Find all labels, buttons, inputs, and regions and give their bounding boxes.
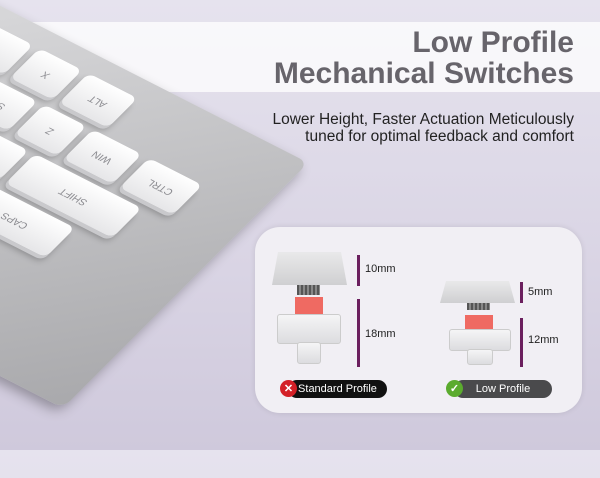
standard-keycap [272, 252, 347, 285]
low-keycap [440, 281, 515, 303]
page-title: Low Profile Mechanical Switches [274, 27, 574, 89]
subtitle-line-1: Lower Height, Faster Actuation Meticulou… [272, 111, 574, 128]
standard-stem [297, 285, 320, 295]
title-line-1: Low Profile [412, 26, 574, 59]
standard-housing [277, 314, 341, 344]
standard-switch-height: 18mm [365, 328, 396, 340]
x-icon: ✕ [280, 380, 297, 397]
check-icon: ✓ [446, 380, 463, 397]
low-housing-base [467, 349, 493, 365]
standard-cap-bar [357, 255, 360, 286]
low-stem [467, 303, 490, 310]
low-housing [449, 329, 511, 351]
standard-housing-base [297, 342, 321, 364]
standard-cap-height: 10mm [365, 263, 396, 275]
standard-profile-label: Standard Profile [288, 380, 387, 398]
comparison-panel: 10mm 18mm Standard Profile ✕ 5mm 12mm Lo… [255, 227, 582, 413]
subtitle-line-2: tuned for optimal feedback and comfort [305, 128, 574, 145]
title-line-2: Mechanical Switches [273, 57, 574, 90]
low-profile-label: Low Profile [454, 380, 552, 398]
low-cap-bar [520, 282, 523, 303]
standard-switch-bar [357, 299, 360, 367]
low-switch-bar [520, 318, 523, 367]
low-switch-height: 12mm [528, 334, 559, 346]
low-cap-height: 5mm [528, 286, 553, 298]
subtitle: Lower Height, Faster Actuation Meticulou… [272, 111, 574, 145]
